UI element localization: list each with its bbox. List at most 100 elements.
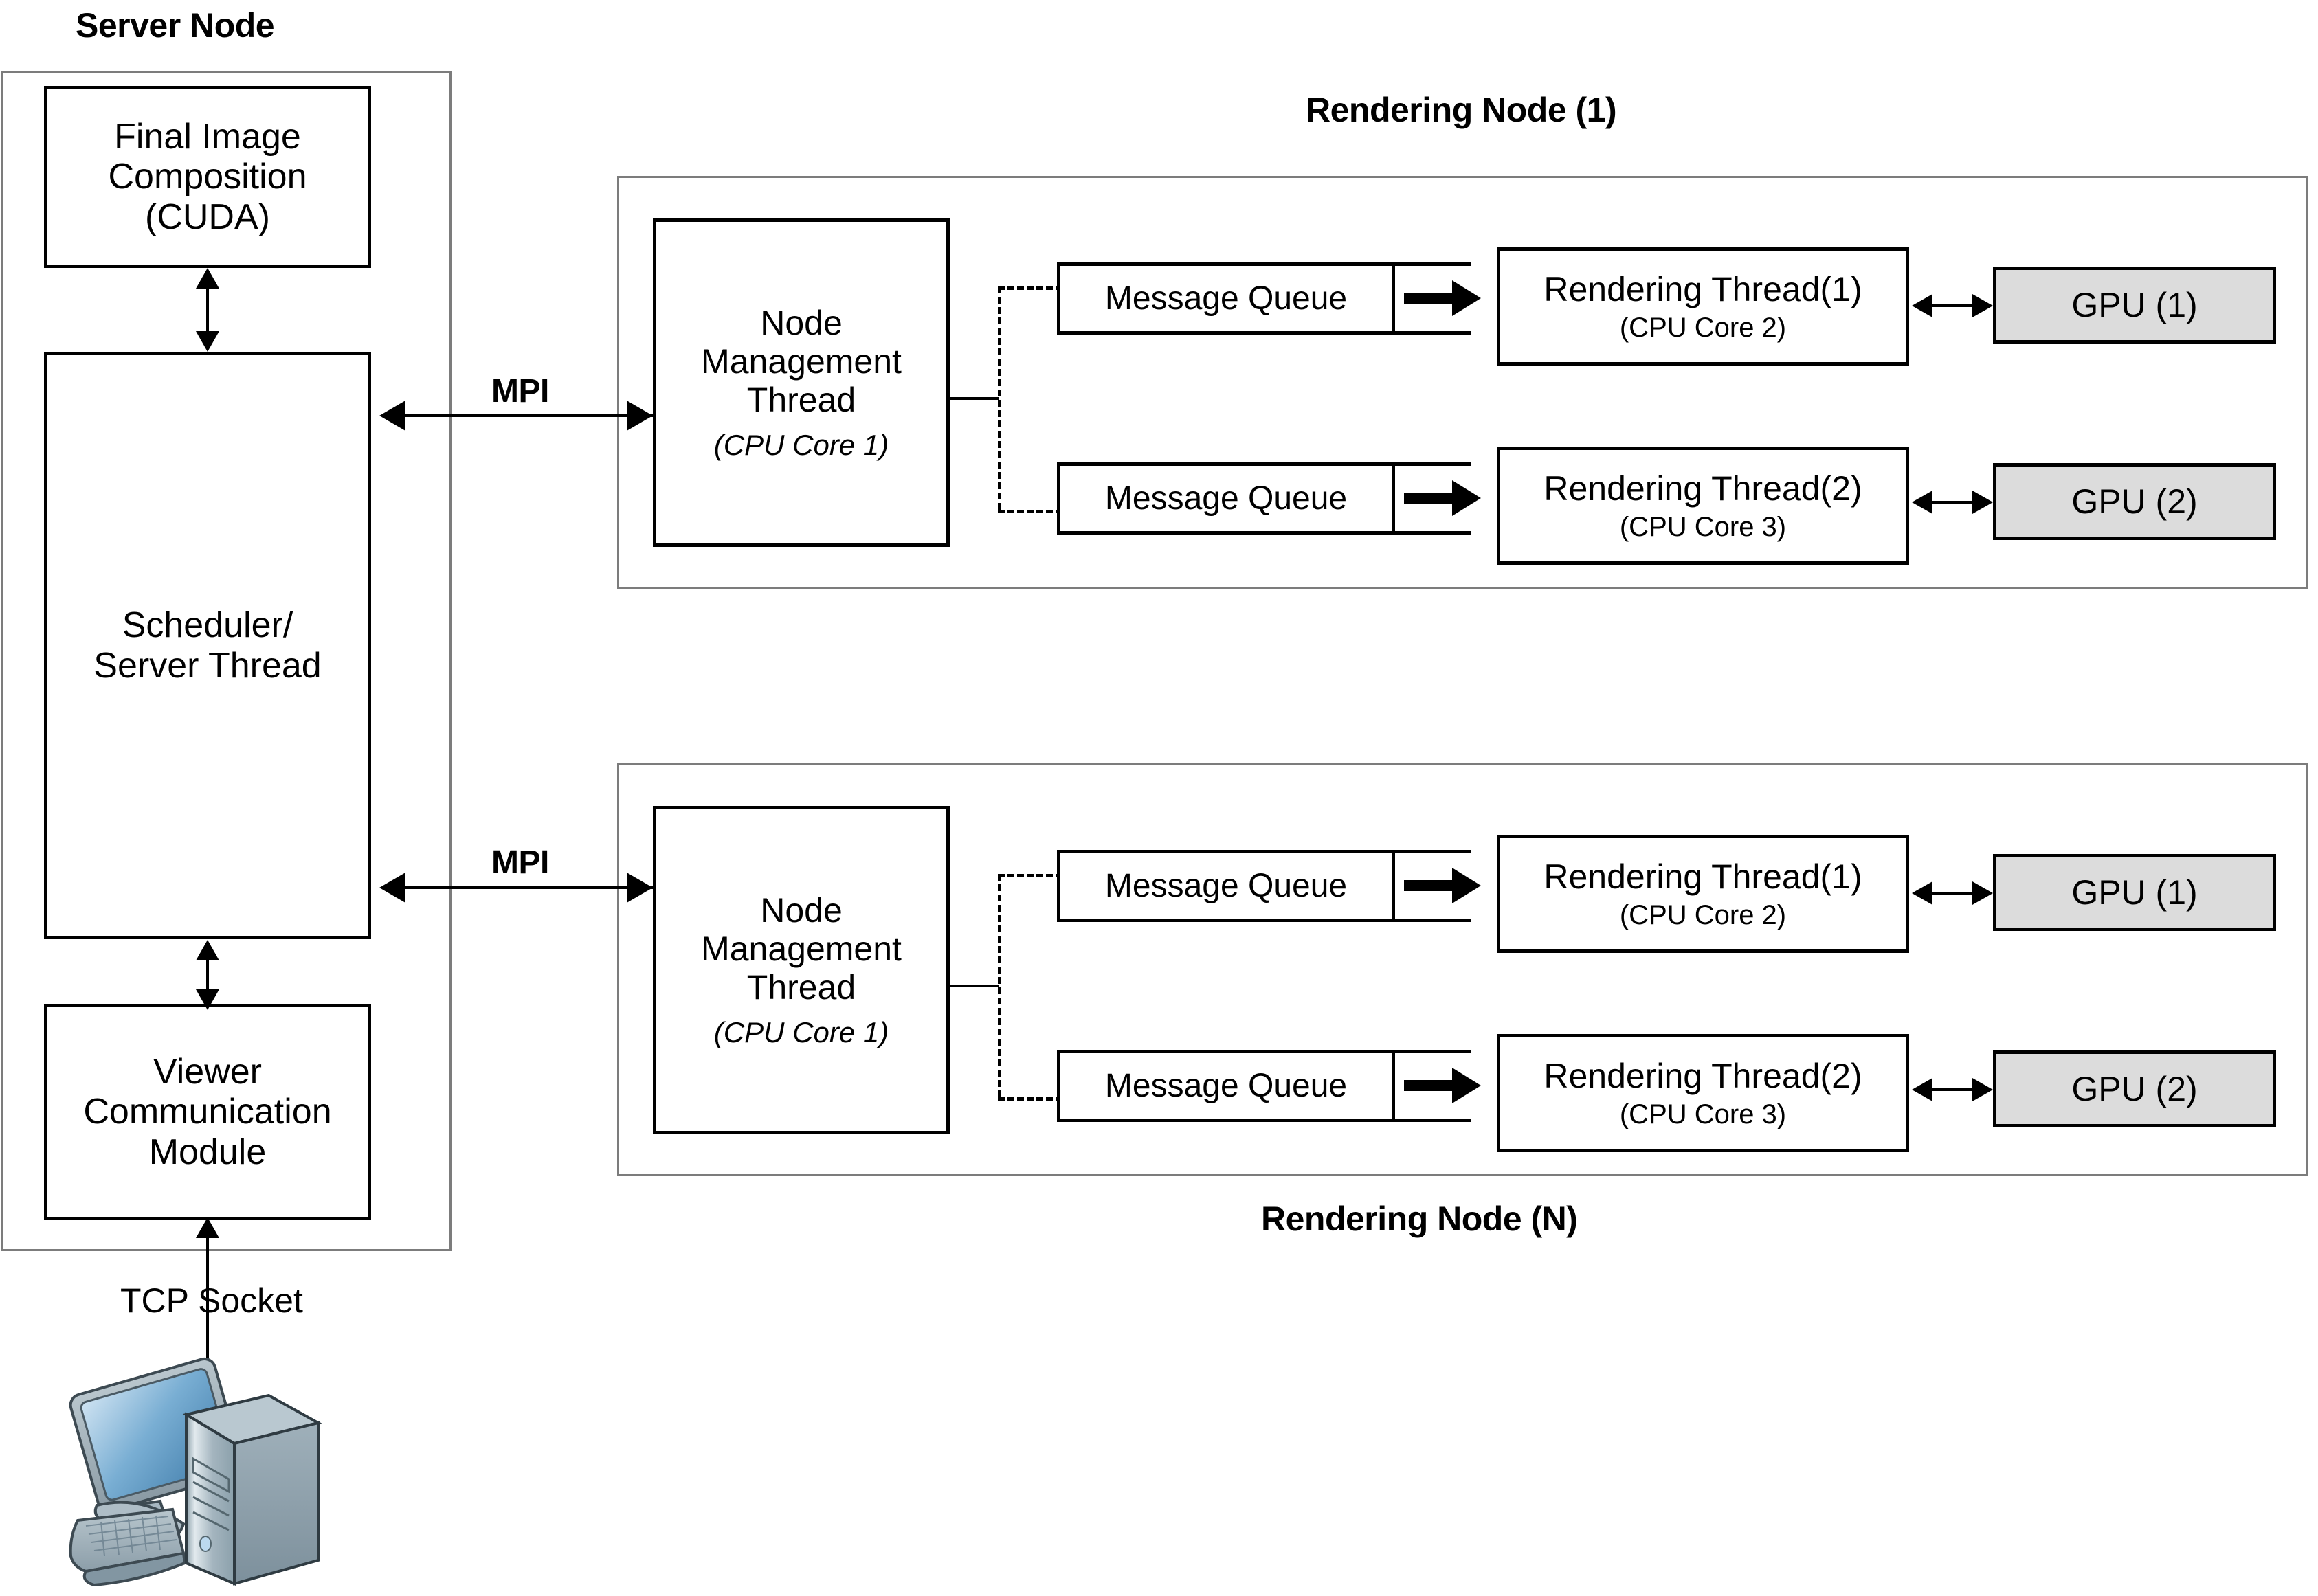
nmt-1-branch-stub [950, 397, 999, 400]
nmt-n-core-label: (CPU Core 1) [713, 1016, 889, 1049]
message-queue-1-1-box[interactable]: Message Queue [1057, 262, 1395, 335]
queue-to-thread-1-1-shaft [1404, 293, 1456, 304]
nmt-1-dashed-bus [998, 286, 1001, 510]
thread-gpu-n-1-shaft [1924, 892, 1981, 895]
arrow-scheduler-to-viewer-shaft [206, 945, 209, 1007]
message-queue-n-1-tail-bottom [1395, 919, 1471, 922]
queue-to-thread-n-2-arrowhead [1452, 1068, 1481, 1103]
viewer-line-3: Module [148, 1132, 267, 1172]
rendering-thread-n-1-box[interactable]: Rendering Thread(1) (CPU Core 2) [1497, 835, 1909, 953]
rendering-thread-1-2-label: Rendering Thread(2) [1544, 469, 1862, 508]
mpi-bottom-head-left [379, 873, 405, 903]
message-queue-n-1-tail-top [1395, 850, 1471, 853]
thread-gpu-n-2-shaft [1924, 1088, 1981, 1091]
queue-to-thread-n-2-shaft [1404, 1080, 1456, 1091]
gpu-n-1-box[interactable]: GPU (1) [1993, 854, 2276, 931]
node-management-thread-n-box[interactable]: Node Management Thread (CPU Core 1) [653, 806, 950, 1134]
rendering-thread-n-2-core: (CPU Core 3) [1619, 1099, 1787, 1129]
message-queue-1-2-tail-bottom [1395, 531, 1471, 535]
nmt-n-line-1: Node [760, 891, 843, 930]
rendering-node-1-frame [617, 176, 2308, 589]
message-queue-n-2-tail-top [1395, 1050, 1471, 1053]
gpu-1-1-box[interactable]: GPU (1) [1993, 267, 2276, 344]
server-node-title: Server Node [76, 6, 275, 45]
thread-gpu-1-1-head-left [1912, 294, 1932, 317]
thread-gpu-1-2-shaft [1924, 501, 1981, 504]
nmt-1-line-3: Thread [746, 381, 856, 420]
nmt-n-dashed-to-queue-2 [998, 1097, 1072, 1101]
queue-to-thread-1-2-shaft [1404, 493, 1456, 504]
arrow-final-to-scheduler-head-up [196, 268, 219, 289]
rendering-thread-1-1-box[interactable]: Rendering Thread(1) (CPU Core 2) [1497, 247, 1909, 366]
gpu-n-2-box[interactable]: GPU (2) [1993, 1050, 2276, 1127]
rendering-thread-n-1-label: Rendering Thread(1) [1544, 857, 1862, 896]
mpi-top-head-left [379, 401, 405, 431]
thread-gpu-n-1-head-right [1972, 881, 1993, 905]
scheduler-server-thread-box[interactable]: Scheduler/ Server Thread [44, 352, 371, 939]
mpi-top-label: MPI [491, 373, 549, 409]
queue-to-thread-1-2-arrowhead [1452, 480, 1481, 516]
thread-gpu-1-1-head-right [1972, 294, 1993, 317]
rendering-thread-n-2-box[interactable]: Rendering Thread(2) (CPU Core 3) [1497, 1034, 1909, 1152]
tcp-socket-shaft [206, 1224, 209, 1430]
nmt-1-core-label: (CPU Core 1) [713, 429, 889, 462]
nmt-n-line-3: Thread [746, 968, 856, 1007]
tcp-socket-label: TCP Socket [120, 1281, 303, 1320]
queue-to-thread-n-1-arrowhead [1452, 868, 1481, 903]
nmt-1-line-2: Management [701, 342, 902, 381]
message-queue-n-2-box[interactable]: Message Queue [1057, 1050, 1395, 1122]
viewer-line-2: Communication [83, 1092, 332, 1132]
thread-gpu-1-2-head-right [1972, 491, 1993, 514]
arrow-final-to-scheduler-head-down [196, 331, 219, 352]
nmt-n-dashed-to-queue-1 [998, 874, 1072, 877]
viewer-line-1: Viewer [153, 1052, 262, 1092]
gpu-1-2-box[interactable]: GPU (2) [1993, 463, 2276, 540]
final-image-line-2: Composition [108, 157, 307, 197]
mpi-bottom-label: MPI [491, 844, 549, 881]
message-queue-n-1-box[interactable]: Message Queue [1057, 850, 1395, 922]
rendering-node-n-title: Rendering Node (N) [1261, 1200, 1578, 1238]
nmt-n-dashed-bus [998, 874, 1001, 1097]
queue-to-thread-n-1-shaft [1404, 880, 1456, 891]
computer-tower [182, 1393, 322, 1586]
rendering-thread-n-2-label: Rendering Thread(2) [1544, 1056, 1862, 1095]
rendering-node-n-frame [617, 763, 2308, 1176]
thread-gpu-n-2-head-left [1912, 1078, 1932, 1101]
rendering-thread-1-2-core: (CPU Core 3) [1619, 511, 1787, 542]
nmt-n-branch-stub [950, 985, 999, 987]
message-queue-1-1-tail-bottom [1395, 331, 1471, 335]
final-image-composition-box[interactable]: Final Image Composition (CUDA) [44, 86, 371, 268]
message-queue-1-2-tail-top [1395, 462, 1471, 466]
message-queue-1-2-box[interactable]: Message Queue [1057, 462, 1395, 535]
rendering-thread-1-2-box[interactable]: Rendering Thread(2) (CPU Core 3) [1497, 447, 1909, 565]
arrow-scheduler-to-viewer-head-up [196, 940, 219, 960]
nmt-n-line-2: Management [701, 930, 902, 969]
message-queue-1-1-tail-top [1395, 262, 1471, 266]
server-node-frame [1, 71, 452, 1251]
thread-gpu-n-1-head-left [1912, 881, 1932, 905]
queue-to-thread-1-1-arrowhead [1452, 280, 1481, 316]
desktop-computer-icon [38, 1357, 340, 1594]
node-management-thread-1-box[interactable]: Node Management Thread (CPU Core 1) [653, 218, 950, 547]
rendering-thread-1-1-core: (CPU Core 2) [1619, 312, 1787, 343]
nmt-1-dashed-to-queue-1 [998, 286, 1072, 290]
thread-gpu-1-2-head-left [1912, 491, 1932, 514]
message-queue-n-2-tail-bottom [1395, 1119, 1471, 1122]
scheduler-line-2: Server Thread [93, 645, 322, 686]
nmt-1-dashed-to-queue-2 [998, 510, 1072, 513]
final-image-line-1: Final Image [114, 117, 301, 157]
nmt-1-line-1: Node [760, 304, 843, 343]
rendering-node-1-title: Rendering Node (1) [1306, 91, 1617, 129]
mpi-bottom-head-right [627, 873, 653, 903]
thread-gpu-1-1-shaft [1924, 304, 1981, 307]
mpi-top-head-right [627, 401, 653, 431]
tcp-socket-head-up [196, 1217, 219, 1238]
mpi-top-shaft [385, 414, 654, 417]
viewer-communication-module-box[interactable]: Viewer Communication Module [44, 1004, 371, 1220]
scheduler-line-1: Scheduler/ [122, 605, 293, 646]
final-image-line-3: (CUDA) [145, 196, 270, 237]
mpi-bottom-shaft [385, 886, 654, 889]
arrow-scheduler-to-viewer-head-down [196, 989, 219, 1010]
arrow-final-to-scheduler-shaft [206, 273, 209, 348]
